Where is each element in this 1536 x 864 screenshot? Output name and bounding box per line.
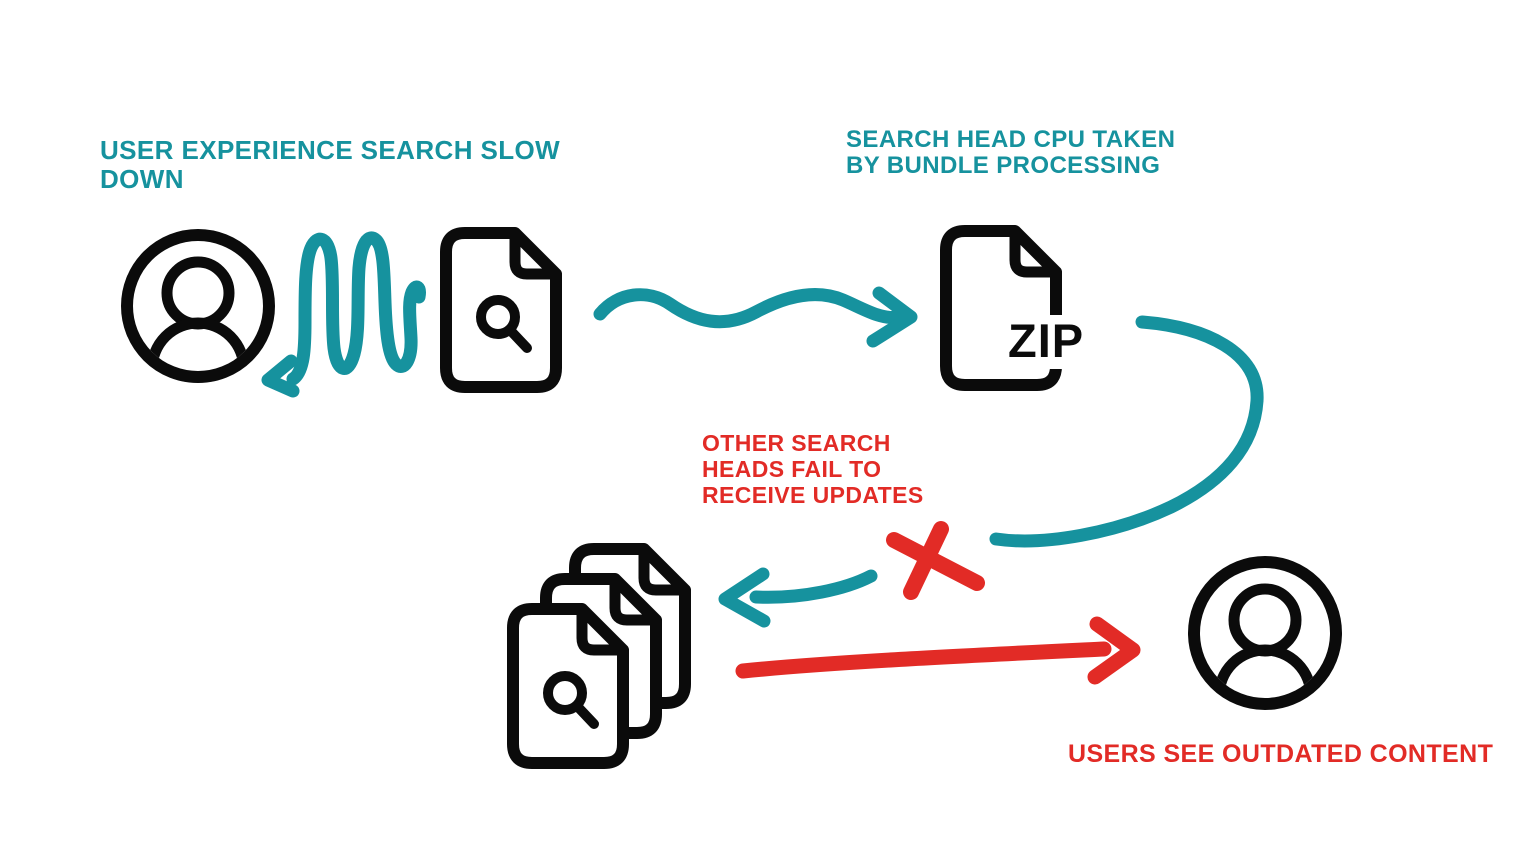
stack-front-document-icon [513, 609, 623, 763]
user-person-icon [127, 235, 269, 377]
red-arrowhead [1087, 616, 1141, 685]
wavy-arrowhead [866, 286, 918, 348]
zip-curve-connector [989, 315, 1264, 548]
heading-search-head-cpu: SEARCH HEAD CPU TAKEN BY BUNDLE PROCESSI… [846, 126, 1183, 179]
heading-user-experience: USER EXPERIENCE SEARCH SLOW DOWN [100, 135, 568, 195]
label-users-see-outdated: USERS SEE OUTDATED CONTENT [1068, 740, 1494, 768]
document-stack-icon [513, 549, 685, 763]
zip-file-label: ZIP [1004, 315, 1095, 369]
squiggle-arrowhead [261, 354, 300, 398]
teal-squiggle-arrow [261, 231, 426, 398]
search-document-icon [446, 233, 556, 387]
blocked-arrowhead [718, 567, 771, 628]
blocked-teal-arrow [718, 567, 878, 628]
red-arrow [735, 616, 1141, 685]
outdated-user-person-icon [1194, 562, 1336, 704]
x-mark-icon [886, 521, 985, 600]
label-other-search-heads: OTHER SEARCH HEADS FAIL TO RECEIVE UPDAT… [702, 430, 924, 508]
teal-wavy-arrow [593, 286, 918, 348]
